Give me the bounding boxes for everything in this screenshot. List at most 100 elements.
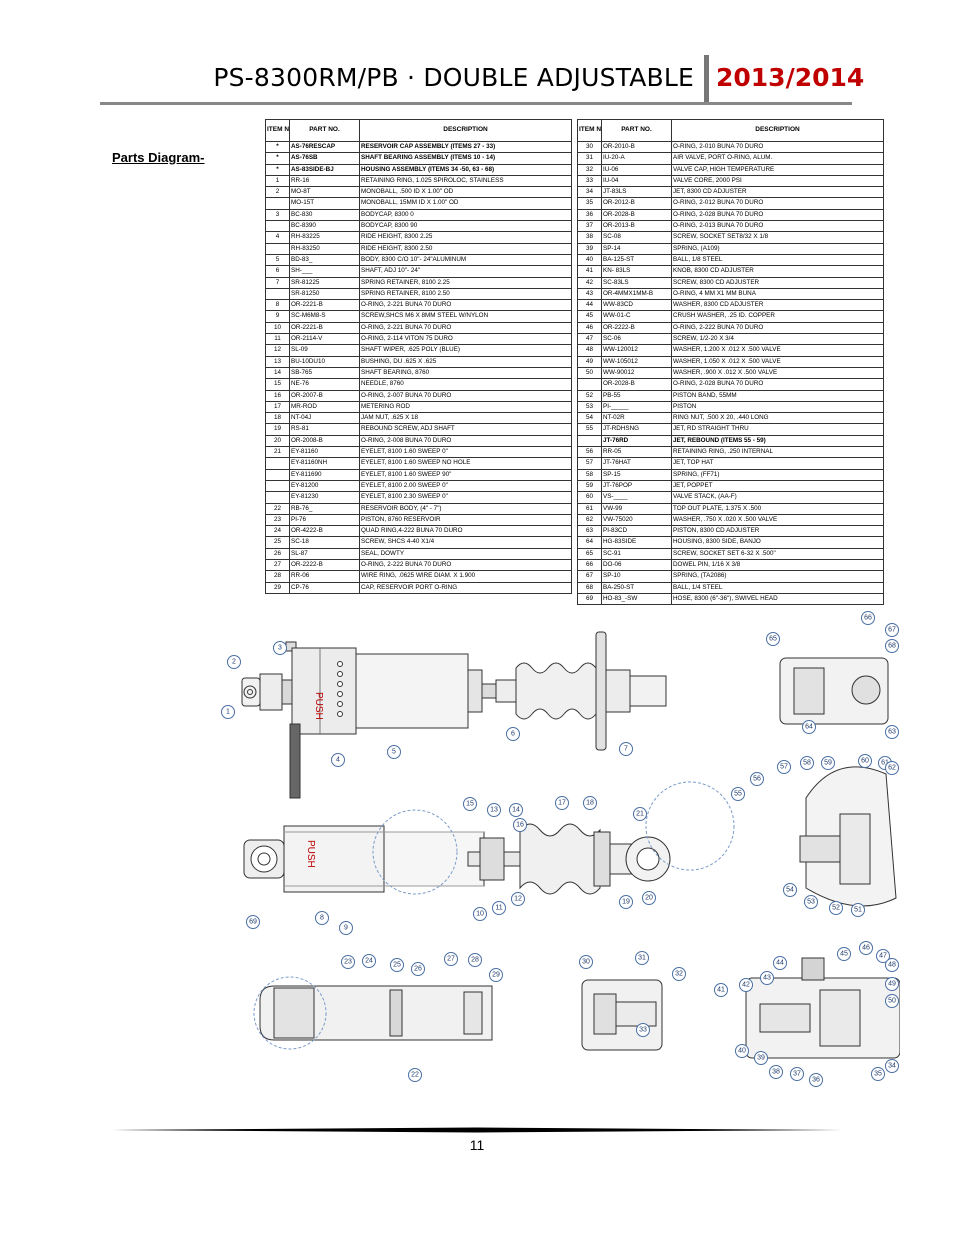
- callout-31: 31: [635, 951, 649, 965]
- description-cell: O-RING, 2-028 BUNA 70 DURO: [671, 208, 884, 222]
- description-cell: CAP, RESERVOIR PORT O-RING: [359, 581, 572, 594]
- callout-circle: [766, 632, 780, 646]
- callout-circle: [750, 772, 764, 786]
- description-cell: AIR VALVE, PORT O-RING, ALUM.: [671, 152, 884, 165]
- callout-53: 53: [804, 895, 818, 909]
- part-no-cell: DO-06: [601, 558, 672, 572]
- callout-label: 20: [645, 895, 653, 902]
- description-cell: SCREW, SHCS 4-40 X1/4: [359, 536, 572, 549]
- callout-49: 49: [885, 977, 899, 991]
- callout-circle: [390, 958, 404, 972]
- part-no-cell: OR-2008-B: [289, 434, 360, 448]
- description-cell: VALVE STACK, (AA-F): [671, 491, 884, 504]
- description-cell: SEAL, DOWTY: [359, 547, 572, 560]
- reservoir-section: [253, 976, 493, 1050]
- callout-label: 40: [738, 1048, 746, 1055]
- callout-circle: [362, 954, 376, 968]
- description-cell: JAM NUT, .625 X 18: [359, 412, 572, 425]
- part-no-cell: HO-83_-SW: [601, 592, 672, 606]
- parts-table-right: ITEM NO. PART NO. DESCRIPTION 30OR-2010-…: [577, 119, 884, 606]
- callout-44: 44: [773, 956, 787, 970]
- item-no-cell: 13: [265, 355, 290, 368]
- callout-circle: [221, 705, 235, 719]
- item-no-cell: 42: [577, 276, 602, 289]
- item-no-cell: 6: [265, 265, 290, 278]
- part-no-cell: OR-4MMX1MM-B: [601, 287, 672, 301]
- part-no-cell: SP-10: [601, 570, 672, 583]
- header-part-no: PART NO.: [289, 119, 360, 142]
- item-no-cell: 4: [265, 231, 290, 244]
- item-no-cell: 14: [265, 366, 290, 380]
- parts-sheet: ITEM NO. PART NO. DESCRIPTION *AS-76RESC…: [220, 113, 900, 1103]
- description-cell: WASHER, 1.050 X .012 X .500 VALVE: [671, 355, 884, 368]
- callout-label: 9: [344, 925, 348, 932]
- callout-circle: [885, 725, 899, 739]
- part-no-cell: SR-81225: [289, 276, 360, 289]
- item-no-cell: 15: [265, 378, 290, 391]
- callout-circle: [777, 760, 791, 774]
- description-cell: BALL, 1/4 STEEL: [671, 581, 884, 594]
- description-cell: O-RING, 2-013 BUNA 70 DURO: [671, 220, 884, 233]
- callout-circle: [804, 895, 818, 909]
- part-no-cell: AS-83SIDE-BJ: [289, 163, 360, 176]
- part-no-cell: SP-15: [601, 468, 672, 481]
- callout-label: 8: [320, 915, 324, 922]
- description-cell: O-RING, 2-114 VITON 75 DURO: [359, 333, 572, 346]
- part-no-cell: RB-76_: [289, 502, 360, 515]
- callout-label: 23: [344, 959, 352, 966]
- callout-18: 18: [583, 796, 597, 810]
- description-cell: RIDE HEIGHT, 8300 2.50: [359, 242, 572, 255]
- callout-circle: [315, 911, 329, 925]
- item-no-cell: 68: [577, 581, 602, 594]
- callout-3: 3: [273, 641, 287, 655]
- part-no-cell: SC-18: [289, 536, 360, 549]
- callout-label: 59: [824, 760, 832, 767]
- callout-69: 69: [246, 915, 260, 929]
- part-no-cell: NT-02R: [601, 412, 672, 425]
- callout-circle: [473, 907, 487, 921]
- part-no-cell: BA-250-ST: [601, 581, 672, 594]
- callout-25: 25: [390, 958, 404, 972]
- callout-label: 60: [861, 758, 869, 765]
- item-no-cell: 21: [265, 446, 290, 459]
- item-no-cell: 16: [265, 389, 290, 402]
- part-no-cell: JT-76POP: [601, 479, 672, 493]
- callout-circle: [635, 951, 649, 965]
- callout-circle: [769, 1065, 783, 1079]
- callout-label: 68: [888, 643, 896, 650]
- callout-45: 45: [837, 947, 851, 961]
- item-no-cell: 58: [577, 468, 602, 481]
- item-no-cell: 10: [265, 321, 290, 335]
- item-no-cell: 61: [577, 502, 602, 515]
- body-stamp: PUSH: [313, 692, 324, 720]
- description-cell: REBOUND SCREW, ADJ SHAFT: [359, 423, 572, 436]
- description-cell: KNOB, 8300 CD ADJUSTER: [671, 265, 884, 278]
- callout-label: 53: [807, 899, 815, 906]
- item-no-cell: 50: [577, 366, 602, 380]
- description-cell: BODY, 8300 C/O 10"- 24"ALUMINUM: [359, 253, 572, 267]
- description-cell: PISTON: [671, 400, 884, 414]
- item-no-cell: 45: [577, 310, 602, 323]
- callout-circle: [468, 953, 482, 967]
- callout-28: 28: [468, 953, 482, 967]
- part-no-cell: OR-2012-B: [601, 197, 672, 210]
- callout-circle: [851, 903, 865, 917]
- callout-circle: [861, 611, 875, 625]
- callout-label: 6: [511, 731, 515, 738]
- callout-label: 35: [874, 1071, 882, 1078]
- callout-26: 26: [411, 962, 425, 976]
- callout-circle: [513, 818, 527, 832]
